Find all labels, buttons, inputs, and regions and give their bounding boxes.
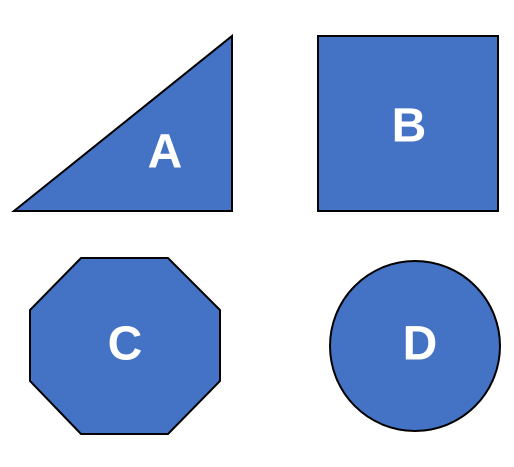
shape-b-label: B [392, 100, 427, 153]
triangle-shape-a [11, 33, 233, 212]
shape-a-label: A [148, 126, 183, 179]
shape-b-group: B [317, 35, 499, 212]
shape-a-group: A [11, 33, 233, 212]
octagon-shape-c [29, 257, 221, 435]
shape-d-group: D [329, 260, 501, 432]
square-shape-b [317, 35, 499, 212]
shape-d-label: D [403, 318, 438, 371]
circle-shape-d [329, 260, 501, 432]
shape-c-group: C [29, 257, 221, 435]
shape-c-label: C [108, 318, 143, 371]
